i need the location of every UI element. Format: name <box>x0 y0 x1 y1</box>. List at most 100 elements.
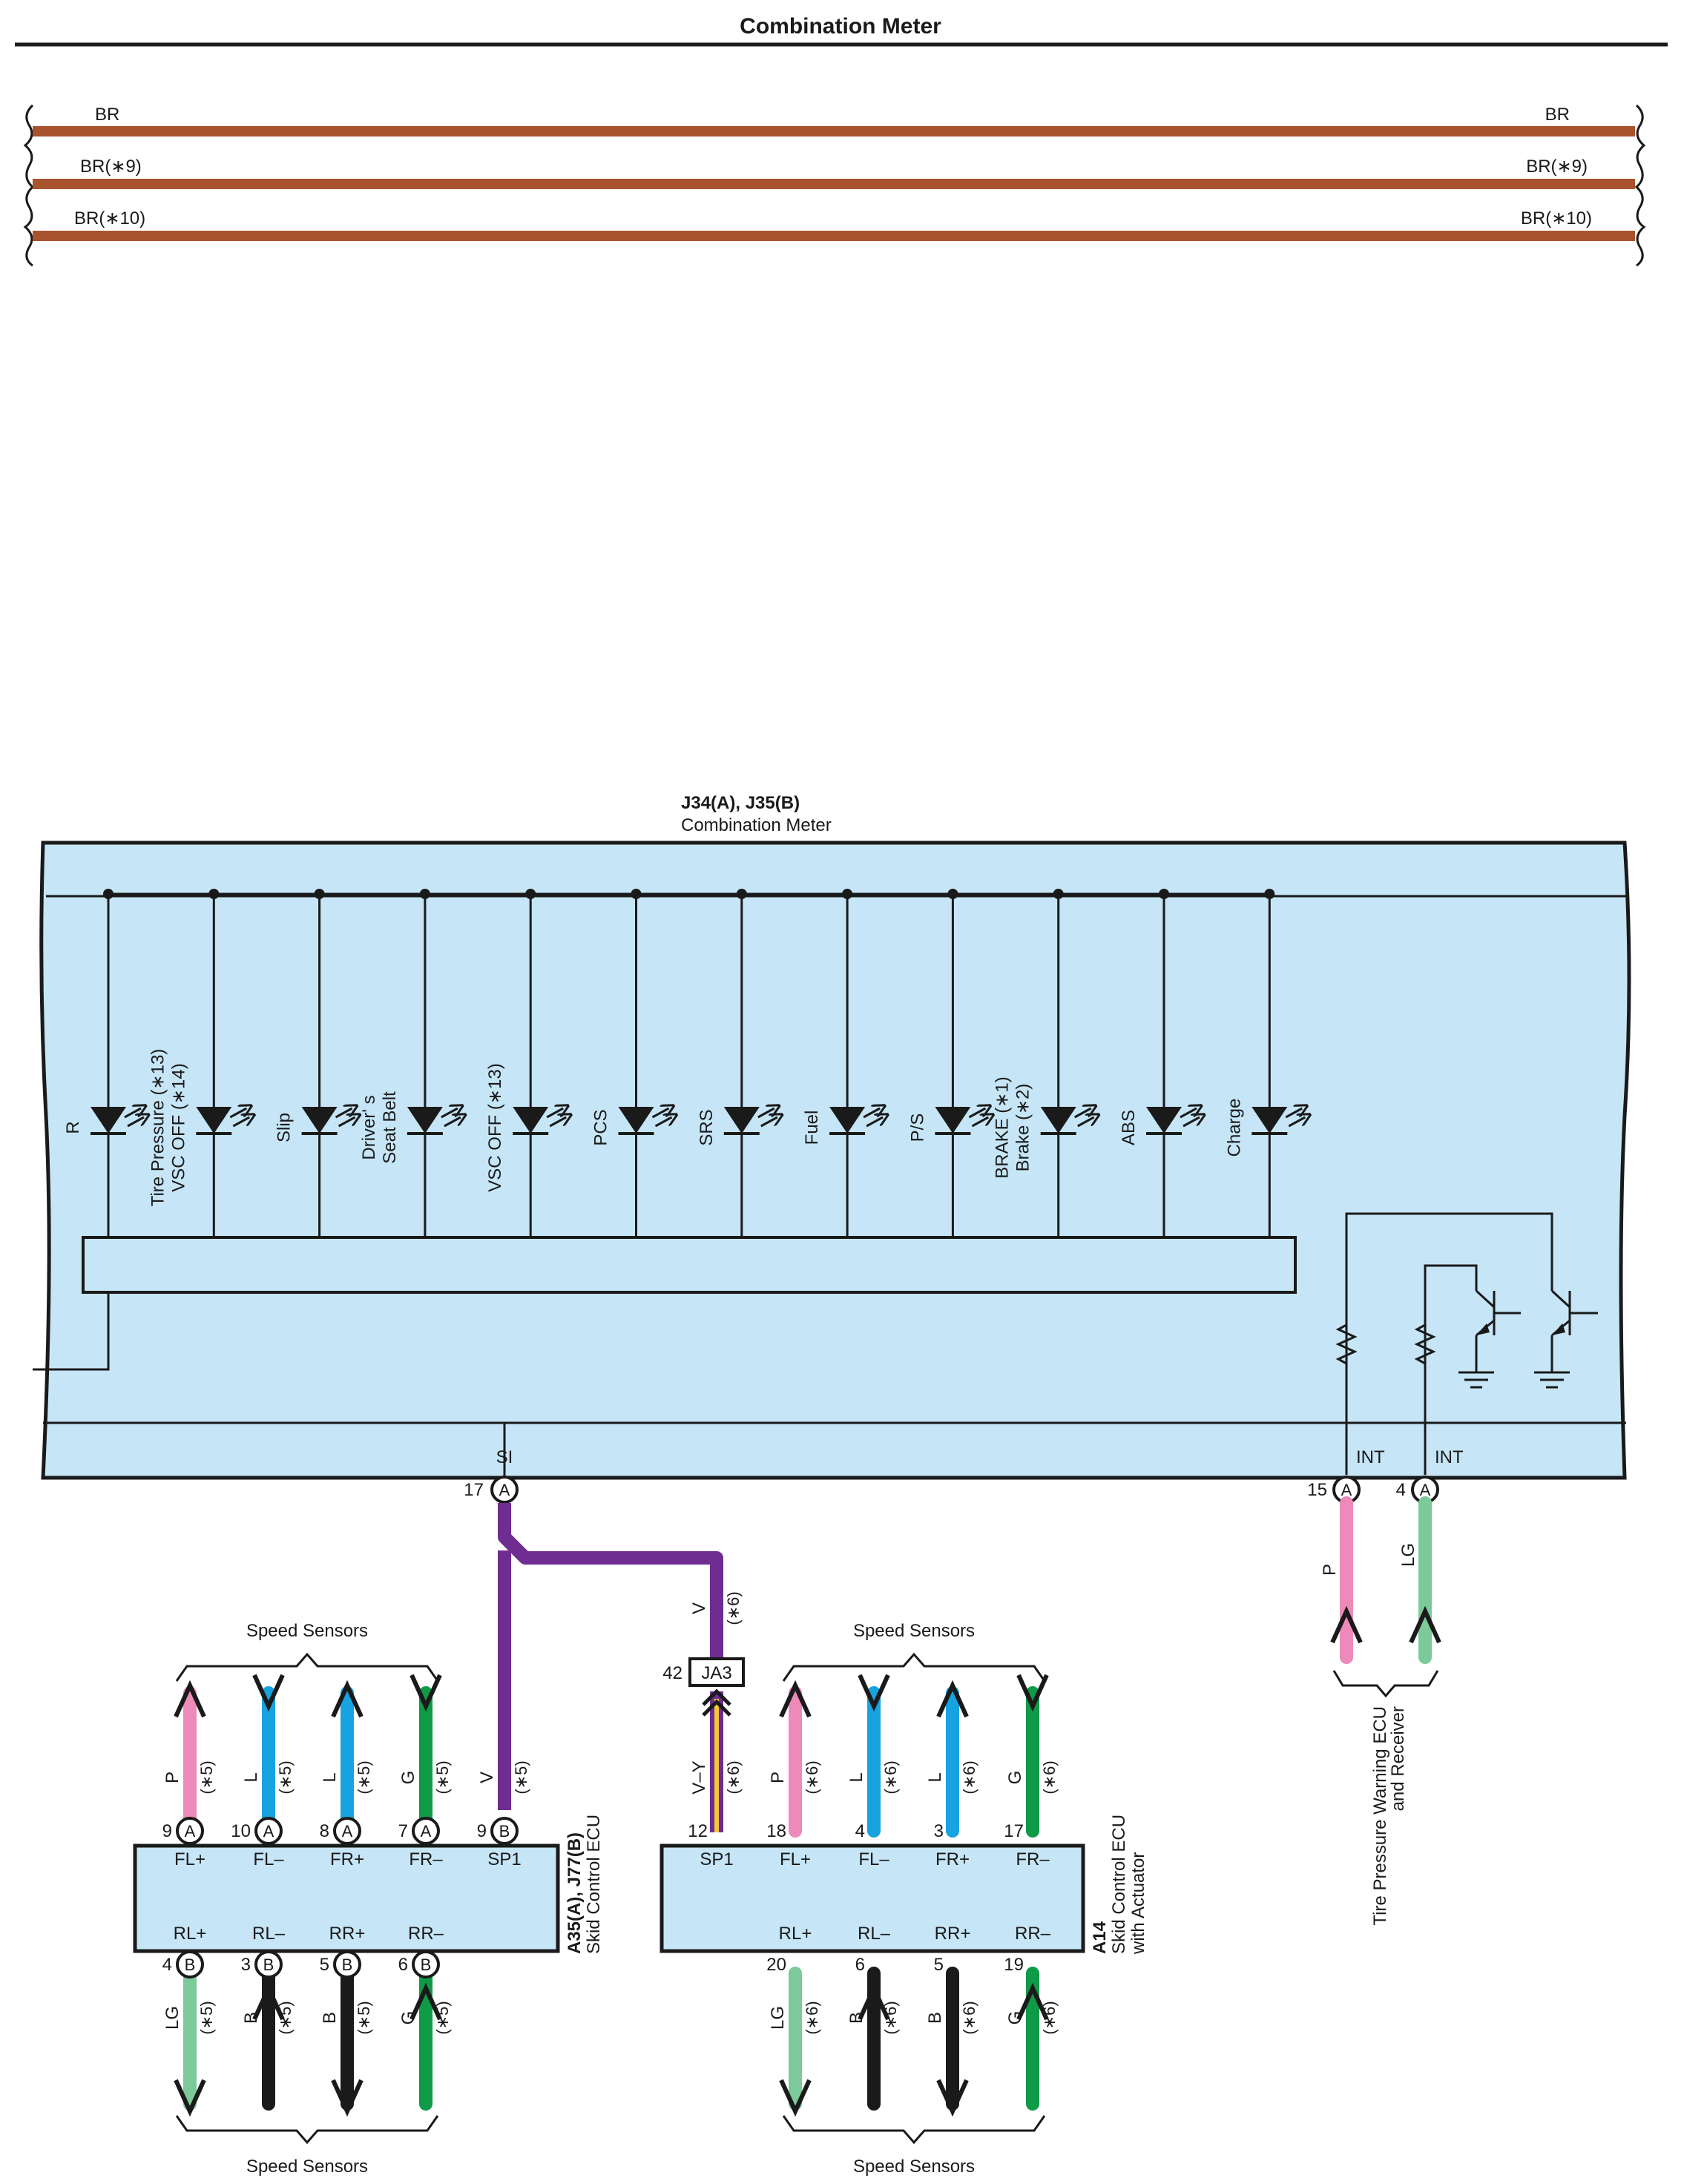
meter-name-label: Combination Meter <box>681 815 832 835</box>
connector-pin <box>490 1817 519 1845</box>
wire-label-left-1: BR <box>95 105 119 125</box>
wire-color-label: B <box>320 2012 340 2024</box>
junction-pin: 42 <box>662 1663 683 1683</box>
transistor2-emitter-arrow <box>1552 1323 1565 1335</box>
signal-arrow <box>936 1680 969 1718</box>
pin-number: 17 <box>1004 1821 1024 1841</box>
terminal-name: FL+ <box>780 1849 811 1869</box>
wire-color-label: B <box>846 2012 866 2024</box>
junction-wire-in-note: (∗6) <box>724 1591 743 1625</box>
tpms-arrow-lg <box>1409 1605 1441 1644</box>
terminal-name: RL– <box>252 1924 286 1944</box>
transistor1-c <box>1475 1289 1496 1309</box>
junction-chevron-1 <box>702 1688 731 1706</box>
wire-variant-note: (∗5) <box>276 1760 295 1794</box>
signal-arrow <box>779 2079 812 2117</box>
wire-variant-note: (∗6) <box>1040 1760 1059 1794</box>
connector-pin <box>333 1950 361 1979</box>
wire-variant-note: (∗5) <box>197 1760 216 1794</box>
wire-variant-note: (∗6) <box>1040 2001 1059 2034</box>
wire-variant-note: (∗5) <box>197 2001 216 2034</box>
meter-panel <box>39 841 1631 1480</box>
pin-connector: A <box>185 1822 196 1841</box>
terminal-name: FR+ <box>330 1849 364 1869</box>
int2-label: INT <box>1435 1447 1464 1467</box>
sensor-braces <box>175 1652 1046 2145</box>
pin-connector: B <box>421 1956 432 1974</box>
wire-color-label: G <box>1005 1771 1025 1785</box>
led-ray-1 <box>335 1108 352 1119</box>
wire-color-label: L <box>846 1772 866 1782</box>
terminal-name: RL– <box>858 1924 891 1944</box>
warning-led: Slip <box>274 889 355 1237</box>
ecu-right-name: Skid Control ECU <box>1109 1815 1129 1954</box>
led-ray-2 <box>549 1117 566 1128</box>
si-pin-number: 17 <box>464 1480 484 1500</box>
top-wires: BR BR BR(∗9) BR(∗9) BR(∗10) BR(∗10) <box>23 104 1646 267</box>
si-wire-path <box>498 1503 723 1666</box>
connector-pin <box>176 1817 204 1845</box>
int2-resistor <box>1414 1313 1436 1374</box>
terminal-name: RL+ <box>779 1924 812 1944</box>
tpms-name-2: and Receiver <box>1388 1706 1408 1811</box>
terminal-name: FR+ <box>935 1849 970 1869</box>
led-ray-1 <box>1073 1108 1091 1119</box>
wire-variant-note: (∗5) <box>355 2001 373 2034</box>
pin-connector: B <box>263 1956 274 1974</box>
wire-variant-note: (∗5) <box>276 2001 295 2034</box>
brace-left-top <box>175 1652 439 1682</box>
led-label: VSC OFF (∗14) <box>168 1063 188 1191</box>
terminal-name: FR– <box>409 1849 443 1869</box>
junction-name: JA3 <box>701 1663 731 1683</box>
speed-sensors-right-bottom: Speed Sensors <box>853 2157 975 2177</box>
signal-arrow <box>252 1982 285 2021</box>
led-label: BRAKE (∗1) <box>993 1076 1013 1178</box>
led-diode-symbol <box>829 1107 866 1134</box>
wire-variant-note: (∗6) <box>881 2001 900 2034</box>
right-brace <box>1634 104 1646 267</box>
ecu-left-connector: A35(A), J77(B) <box>565 1832 585 1954</box>
pin-number: 8 <box>320 1821 329 1841</box>
ecu-box <box>133 1843 560 1953</box>
junction-box <box>688 1657 745 1687</box>
wire-variant-note: (∗6) <box>881 1760 900 1794</box>
led-diode-symbol <box>1040 1107 1076 1134</box>
led-label: P/S <box>907 1114 927 1142</box>
terminal-name: SP1 <box>700 1849 733 1869</box>
tpms-name-1: Tire Pressure Warning ECU <box>1370 1706 1390 1926</box>
led-label: VSC OFF (∗13) <box>485 1063 505 1191</box>
int1-label: INT <box>1356 1447 1385 1467</box>
wire-color-label: G <box>1005 2011 1025 2025</box>
wire-variant-note: (∗5) <box>512 1760 530 1794</box>
wire-label-right-3: BR(∗10) <box>1521 208 1592 228</box>
ecu-box <box>660 1843 1085 1953</box>
pin-number: 18 <box>766 1821 786 1841</box>
ecu-right-connector: A14 <box>1090 1921 1110 1954</box>
int1-trace <box>1345 1212 1553 1475</box>
pin-number: 5 <box>320 1955 329 1975</box>
warning-led: P/S <box>907 889 988 1237</box>
si-wire: V (∗6) <box>498 1503 743 1810</box>
wire-variant-note: (∗6) <box>960 2001 979 2034</box>
led-diode-symbol <box>618 1107 654 1134</box>
transistor2-c2 <box>1550 1289 1571 1309</box>
led-ray-1 <box>968 1108 985 1119</box>
tpms-brace <box>1332 1670 1439 1698</box>
signal-arrow <box>331 2079 364 2117</box>
left-brace <box>23 104 35 267</box>
led-label: Fuel <box>802 1111 822 1145</box>
terminal-name: FR– <box>1016 1849 1050 1869</box>
connector-pin <box>176 1950 204 1979</box>
int1-pin-number: 15 <box>1307 1480 1327 1500</box>
signal-arrow <box>410 1982 442 2021</box>
signal-arrow <box>252 1674 285 1712</box>
wire-variant-note: (∗6) <box>960 1760 979 1794</box>
led-diode-symbol <box>513 1107 549 1134</box>
terminal-name: FL+ <box>174 1849 205 1869</box>
pin-number: 6 <box>855 1955 865 1975</box>
si-pin: A 17 <box>464 1476 519 1504</box>
terminal-name: RR+ <box>935 1924 971 1944</box>
led-diode-symbol <box>1146 1107 1182 1134</box>
warning-led: PCS <box>591 889 672 1237</box>
